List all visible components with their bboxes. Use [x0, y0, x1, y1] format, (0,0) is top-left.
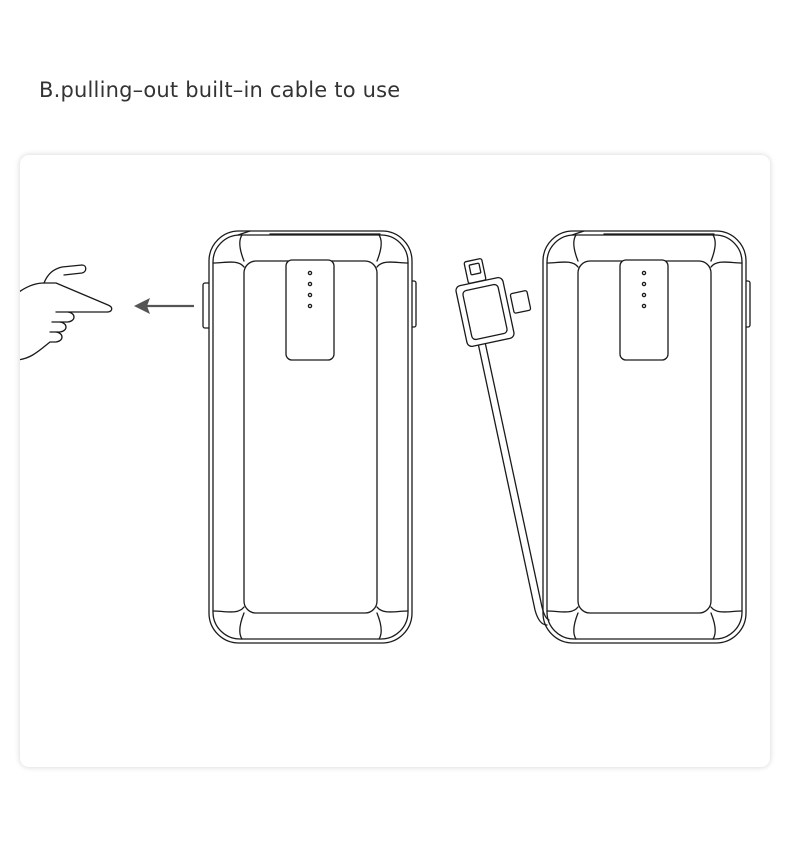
cable	[477, 341, 550, 626]
illustration-panel	[20, 155, 770, 767]
hand-pointing-icon	[20, 264, 113, 361]
illustration	[20, 230, 751, 644]
power-bank-icon	[202, 230, 417, 644]
arrow-left-icon	[134, 298, 194, 314]
usb-c-connector-icon	[509, 290, 532, 314]
instruction-heading: B.pulling–out built–in cable to use	[39, 78, 401, 102]
connector-head	[455, 258, 532, 348]
lightning-connector-icon	[463, 258, 487, 284]
power-bank-with-cable-icon	[542, 230, 751, 644]
